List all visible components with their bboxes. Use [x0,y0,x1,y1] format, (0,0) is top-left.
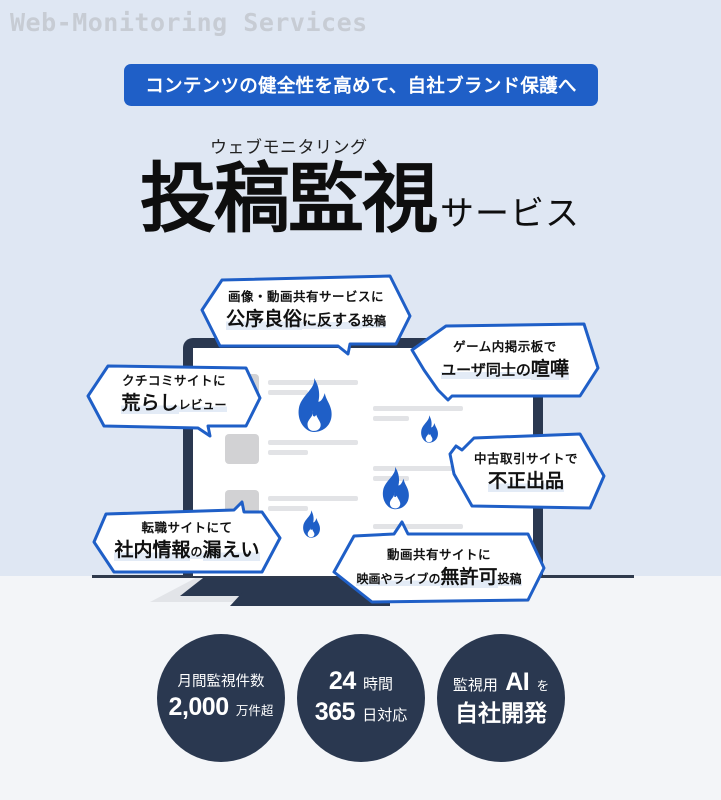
speech-bubble-job-site: 転職サイトにて 社内情報の漏えい [92,500,282,574]
speech-bubble-image-video: 画像・動画共有サービスに 公序良俗に反する投稿 [200,274,412,356]
post-text-line [268,380,358,385]
flame-icon [421,415,438,443]
speech-bubble-secondhand: 中古取引サイトで 不正出品 [446,430,606,510]
speech-bubble-game-board: ゲーム内掲示板で ユーザ同士の喧嘩 [410,320,600,402]
post-text-line [373,416,409,421]
title-main: 投稿監視 [140,154,438,243]
watermark-text: Web-Monitoring Services [10,8,368,37]
title-ruby: ウェブモニタリング [210,138,368,158]
post-text-line [268,440,358,445]
stat-circle-ai: 監視用 AI を 自社開発 [437,634,565,762]
post-text-line [268,496,358,501]
monitor-base-front [230,592,390,606]
speech-bubble-review-site: クチコミサイトに 荒らしレビュー [86,362,262,438]
flame-icon [382,466,409,510]
speech-bubble-video-share: 動画共有サイトに 映画やライブの無許可投稿 [332,520,546,604]
page-title: 投稿監視 サービス [140,156,580,242]
post-thumbnail [225,434,259,464]
flame-icon [298,378,332,432]
flame-icon [303,510,320,538]
post-text-line [268,450,308,455]
title-suffix: サービス [440,194,580,234]
stat-circle-monthly: 月間監視件数 2,000 万件超 [157,634,285,762]
post-text-line [268,506,308,511]
post-text-line [373,406,463,411]
post-text-line [373,524,463,529]
post-text-line [268,390,308,395]
stat-circle-24h: 24 時間 365 日対応 [297,634,425,762]
post-text-line [373,466,463,471]
tagline-banner: コンテンツの健全性を高めて、自社ブランド保護へ [124,64,598,106]
